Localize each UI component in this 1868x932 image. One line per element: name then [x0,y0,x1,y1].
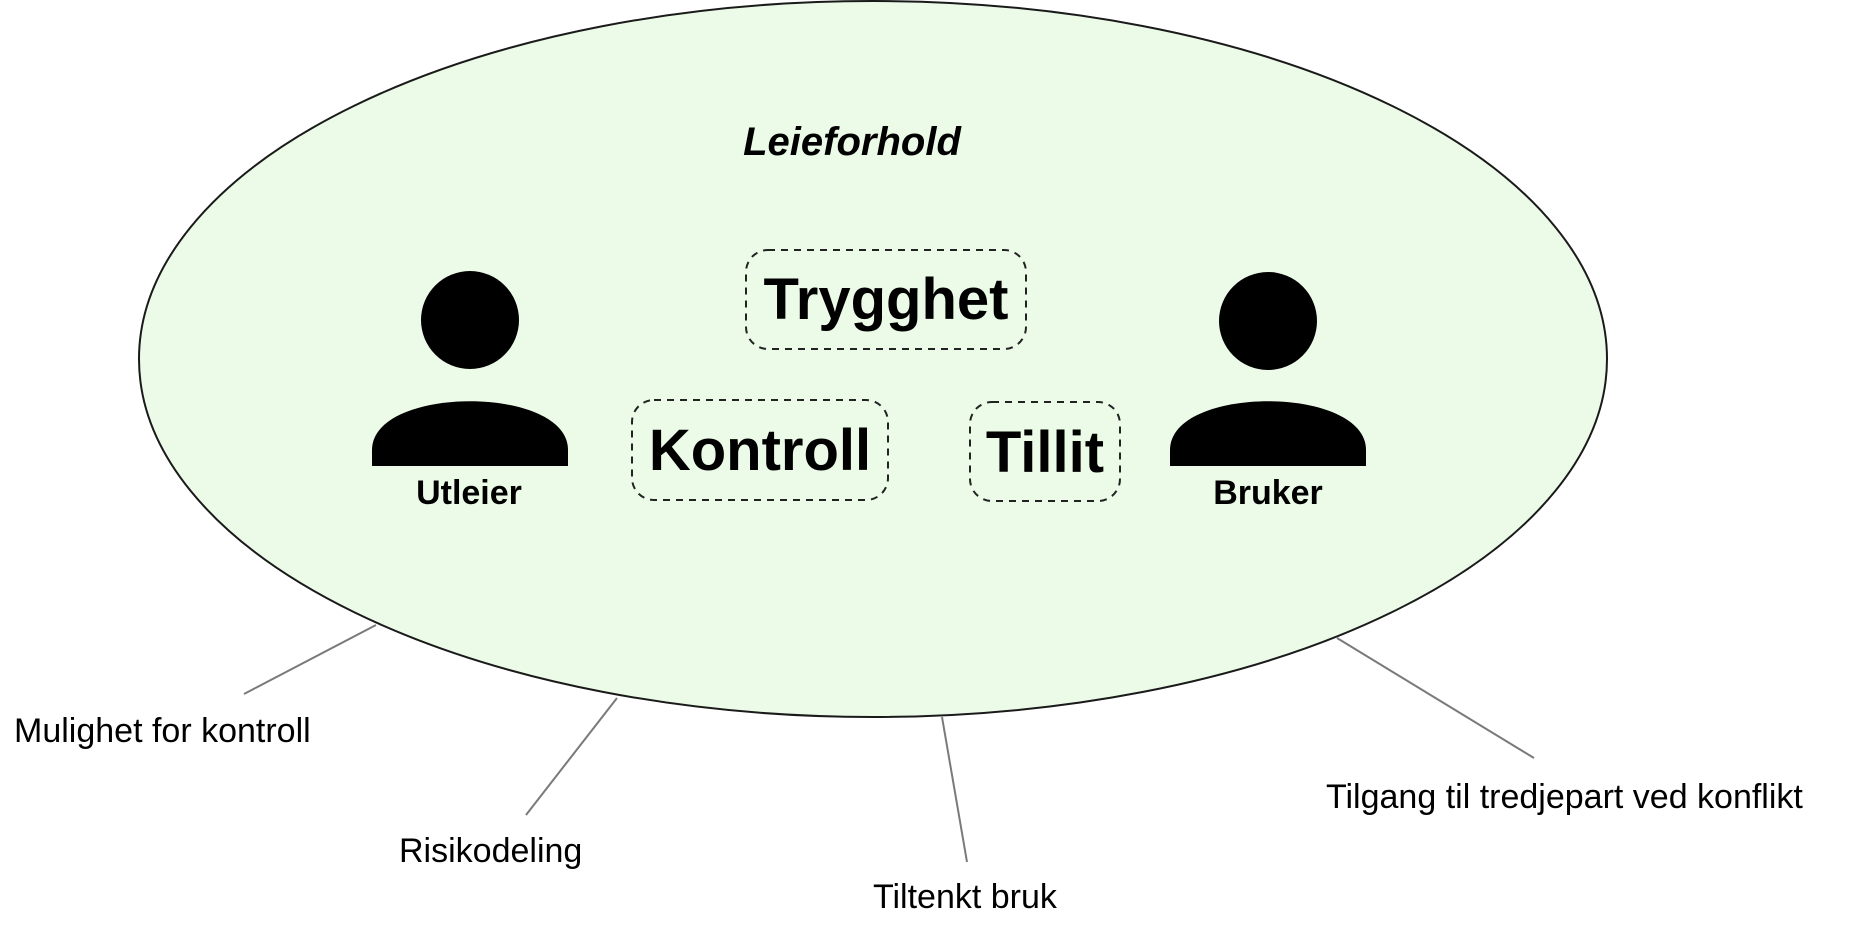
label-mulighet-for-kontroll: Mulighet for kontroll [14,712,311,750]
label-risikodeling: Risikodeling [399,832,582,870]
connector-mulighet [243,624,377,695]
label-tilgang-til-tredjepart: Tilgang til tredjepart ved konflikt [1326,778,1803,816]
leieforhold-ellipse [138,0,1608,718]
concept-box-kontroll [631,399,889,501]
actor-bruker: Bruker [1170,272,1366,512]
person-icon [1170,272,1366,466]
connector-risikodeling [525,697,618,816]
concept-trygghet: Trygghet [745,249,1027,350]
concept-kontroll: Kontroll [631,399,889,501]
diagram-title: Leieforhold [743,120,962,164]
actor-label-utleier: Utleier [416,474,522,512]
concept-label-kontroll: Kontroll [649,418,871,483]
actor-utleier: Utleier [372,271,568,512]
concept-label-tillit: Tillit [986,420,1104,485]
actor-label-bruker: Bruker [1213,474,1323,512]
concept-label-trygghet: Trygghet [764,267,1009,332]
connector-tilgang [1336,637,1535,759]
connector-tiltenkt [941,716,968,863]
label-tiltenkt-bruk: Tiltenkt bruk [873,878,1058,916]
concept-box-trygghet [745,249,1027,350]
person-icon [372,271,568,466]
concept-box-tillit [969,401,1121,502]
concept-tillit: Tillit [969,401,1121,502]
